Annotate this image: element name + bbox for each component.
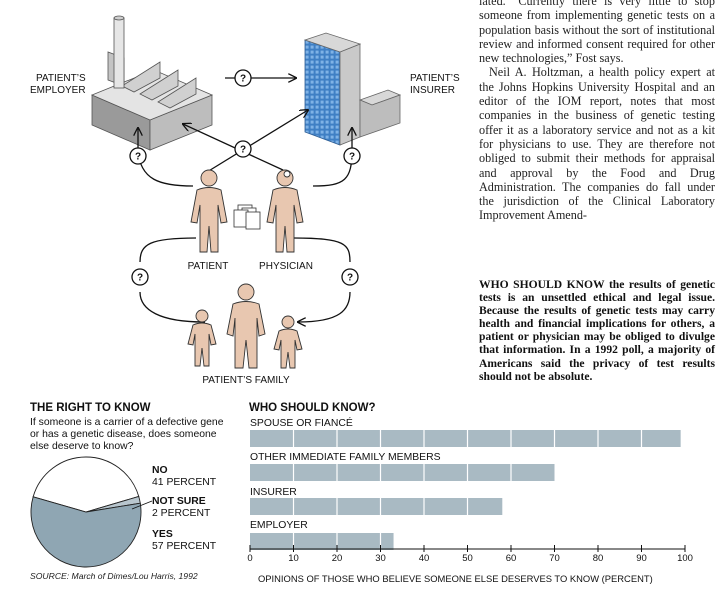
pie-label-no: NO 41 PERCENT [152,465,216,489]
x-axis-tick-label: 10 [288,553,299,564]
factory-icon [90,15,214,151]
pie-label-not-sure-title: NOT SURE [152,496,206,507]
x-axis-tick-label: 100 [677,553,693,564]
employer-label-line1: PATIENT’S [36,73,86,84]
pie-slice-no [32,456,140,513]
bar-category-label: EMPLOYER [250,520,308,531]
pie-label-no-value: 41 PERCENT [152,477,217,488]
bar-chart-x-axis-label: OPINIONS OF THOSE WHO BELIEVE SOMEONE EL… [258,573,653,584]
pie-label-not-sure: NOT SURE 2 PERCENT [152,496,210,520]
who-should-know-title: WHO SHOULD KNOW? [249,402,376,414]
x-axis-tick-label: 20 [332,553,343,564]
question-circle-icon [129,147,147,165]
x-axis-tick-label: 90 [636,553,647,564]
caption-text: the results of genetic tests is an unset… [479,278,715,383]
patient-figure-icon [190,169,228,253]
x-axis-tick-label: 50 [462,553,473,564]
physician-figure-icon [266,169,304,253]
x-axis-tick-label: 80 [593,553,604,564]
question-mark: ? [240,145,246,156]
caption-lead: WHO SHOULD KNOW [479,278,605,291]
child-figure-icon [273,315,303,369]
source-note: SOURCE: March of Dimes/Lou Harris, 1992 [30,571,198,581]
question-circle-icon [343,147,361,165]
figure-caption: WHO SHOULD KNOW the results of genetic t… [479,278,715,383]
x-axis-tick-label: 40 [419,553,430,564]
question-circle-icon [234,140,252,158]
question-mark: ? [349,152,355,163]
pie-label-not-sure-value: 2 PERCENT [152,508,211,519]
insurer-building-icon [303,32,402,146]
bar-category-label: INSURER [250,487,297,498]
documents-icon [233,204,261,230]
pie-chart [30,456,142,568]
child-figure-icon [187,309,217,367]
x-axis-tick-label: 60 [506,553,517,564]
article-paragraph-2: Neil A. Holtzman, a health policy expert… [479,65,715,223]
bar [250,498,503,515]
patient-label: PATIENT [188,261,229,272]
article-text: lated. “Currently there is very little t… [479,0,715,223]
family-label: PATIENT’S FAMILY [202,375,290,386]
x-axis-tick-label: 30 [375,553,386,564]
pie-label-yes-value: 57 PERCENT [152,541,217,552]
right-to-know-title: THE RIGHT TO KNOW [30,402,151,414]
bar-category-label: OTHER IMMEDIATE FAMILY MEMBERS [250,452,441,463]
pie-leader-line [131,500,153,510]
employer-label-line2: EMPLOYER [30,85,86,96]
bar-category-label: SPOUSE OR FIANCÉ [250,418,353,429]
bar [250,533,394,550]
question-mark: ? [137,273,143,284]
article-paragraph-1: lated. “Currently there is very little t… [479,0,715,66]
bar-chart: 0 10 20 30 40 50 60 70 80 90 100 [247,430,693,564]
question-circle-icon [234,69,252,87]
question-circle-icon [341,268,359,286]
question-mark: ? [240,74,246,85]
question-mark: ? [347,273,353,284]
question-circles [129,69,361,286]
x-axis-tick-label: 0 [247,553,252,564]
pie-label-no-title: NO [152,465,168,476]
bar [250,464,555,481]
people-figures [187,169,304,369]
x-axis-tick-label: 70 [549,553,560,564]
pie-slice-yes [30,496,142,568]
question-circle-icon [131,268,149,286]
right-to-know-question: If someone is a carrier of a defective g… [30,417,224,453]
insurer-label-line1: PATIENT’S [410,73,460,84]
pie-label-yes-title: YES [152,529,173,540]
physician-label: PHYSICIAN [259,261,313,272]
disclosure-diagram: ? ? ? ? ? ? [30,15,460,386]
parent-figure-icon [226,283,266,369]
pie-label-yes: YES 57 PERCENT [152,529,216,553]
question-mark: ? [135,152,141,163]
bar [250,430,681,447]
insurer-label-line2: INSURER [410,85,455,96]
